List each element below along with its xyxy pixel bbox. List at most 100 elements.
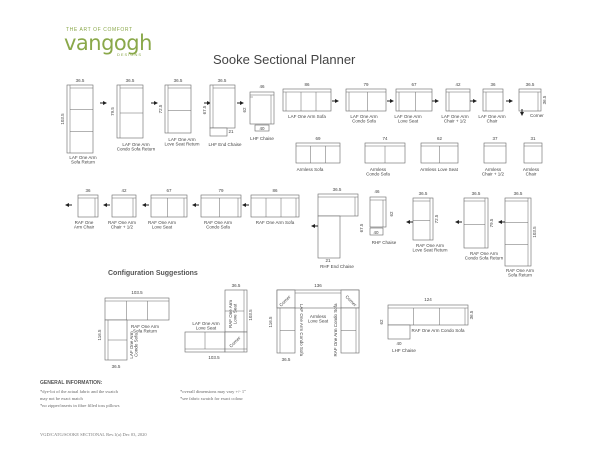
dimension-label: 74 bbox=[382, 136, 388, 141]
piece-label: Chair + 1/2 bbox=[111, 225, 134, 230]
piece-label: LAF One Arm bbox=[350, 114, 378, 119]
dimension-label: 62 bbox=[389, 211, 394, 217]
piece-outline bbox=[249, 91, 275, 125]
dimension-label: 103.5 bbox=[532, 226, 537, 238]
direction-arrow-icon bbox=[455, 220, 459, 224]
piece-label: Corner bbox=[530, 113, 544, 118]
piece-outline bbox=[116, 84, 144, 139]
piece-label: Armless Love Seat bbox=[420, 167, 459, 172]
dimension-label: 36.5 bbox=[526, 82, 535, 87]
piece-label: RAF One Arm bbox=[416, 243, 444, 248]
direction-arrow-icon bbox=[390, 99, 394, 103]
piece-label: LAF One Arm bbox=[122, 142, 150, 147]
dimension-label: 67 bbox=[411, 82, 417, 87]
direction-arrow-icon bbox=[509, 99, 513, 103]
dimension-label: 79.5 bbox=[110, 107, 115, 116]
config-label: Condo Sofa bbox=[134, 333, 139, 357]
piece-label: RAF One Arm bbox=[108, 220, 136, 225]
dimension-label: 36.5 bbox=[112, 364, 121, 369]
piece-label: Sofa Return bbox=[71, 160, 96, 165]
dimension-label: 69 bbox=[315, 136, 321, 141]
dimension-label: 86 bbox=[304, 82, 310, 87]
dimension-label: 36.5 bbox=[419, 191, 428, 196]
dimension-label: 36.5 bbox=[472, 191, 481, 196]
piece-label: LHF Chaise bbox=[250, 136, 274, 141]
piece-outline bbox=[282, 88, 332, 112]
piece-label: RHF End Chaise bbox=[320, 264, 354, 269]
piece-label: Chair bbox=[487, 119, 498, 124]
piece-outline bbox=[483, 142, 507, 164]
piece-label: RAF One Arm bbox=[470, 251, 498, 256]
piece-label: Love Seat bbox=[398, 119, 419, 124]
piece-label: LHF End Chaise bbox=[208, 142, 242, 147]
note-3: *no zipper/inserts in fibre filled toss … bbox=[40, 403, 120, 408]
dimension-label: 36.5 bbox=[514, 191, 523, 196]
piece-label: RAF One bbox=[75, 220, 94, 225]
dimension-label: 79.5 bbox=[489, 218, 494, 227]
config-label: Armless bbox=[310, 314, 327, 319]
dimension-label: 46 bbox=[374, 189, 380, 194]
piece-label: Armless bbox=[523, 167, 540, 172]
direction-arrow-icon bbox=[520, 112, 524, 116]
dimension-label: 62 bbox=[379, 319, 384, 325]
piece-label: RAF One Arm Sofa bbox=[256, 220, 295, 225]
dimension-label: 136 bbox=[314, 283, 322, 288]
piece-outline bbox=[250, 194, 300, 218]
dimension-label: 40 bbox=[396, 341, 402, 346]
config-outline bbox=[104, 297, 170, 321]
piece-label: Chair + 1/2 bbox=[444, 119, 467, 124]
direction-arrow-icon bbox=[207, 101, 211, 105]
config-label: RAF One Arm bbox=[131, 324, 159, 329]
piece-outline bbox=[254, 124, 270, 132]
piece-outline bbox=[150, 194, 188, 218]
config-label: RAF One Arm Condo Sofa bbox=[411, 328, 465, 333]
piece-outline bbox=[482, 88, 504, 112]
config-label: LHF Chaise bbox=[392, 348, 416, 353]
brand-sub: DESIGNS bbox=[117, 52, 143, 57]
piece-outline bbox=[369, 227, 384, 236]
piece-outline bbox=[66, 84, 94, 154]
config-label: Love Seat bbox=[233, 303, 238, 324]
direction-arrow-icon bbox=[103, 101, 107, 105]
note-1: *dye-lot of the actual fabric and the sw… bbox=[40, 389, 118, 394]
dimension-label: 36.5 bbox=[174, 78, 183, 83]
dimension-label: 62 bbox=[242, 107, 247, 113]
piece-label: LAF One Arm bbox=[168, 137, 196, 142]
piece-outline bbox=[523, 142, 543, 164]
piece-outline bbox=[369, 196, 387, 228]
config-label: LAF One Arm bbox=[129, 331, 134, 359]
piece-outline bbox=[209, 84, 236, 129]
page-title: Sooke Sectional Planner bbox=[213, 52, 356, 67]
dimension-label: 36.5 bbox=[126, 78, 135, 83]
dimension-label: 67.5 bbox=[202, 105, 207, 114]
direction-arrow-icon bbox=[406, 220, 410, 224]
brand-tagline: THE ART OF COMFORT bbox=[66, 27, 133, 33]
dimension-label: 72.5 bbox=[434, 214, 439, 223]
dimension-label: 21 bbox=[228, 129, 234, 134]
dimension-label: 36.5 bbox=[469, 310, 474, 319]
config-title: Configuration Suggestions bbox=[108, 270, 198, 277]
dimension-label: 36.5 bbox=[333, 187, 342, 192]
dimension-label: 36.5 bbox=[542, 95, 547, 104]
piece-outline bbox=[209, 127, 228, 137]
dimension-label: 116.5 bbox=[97, 329, 102, 340]
direction-arrow-icon bbox=[240, 101, 244, 105]
note-2: may not be exact match bbox=[40, 396, 83, 401]
piece-label: Chair bbox=[526, 172, 537, 177]
piece-outline bbox=[518, 88, 542, 112]
piece-outline bbox=[445, 88, 471, 112]
